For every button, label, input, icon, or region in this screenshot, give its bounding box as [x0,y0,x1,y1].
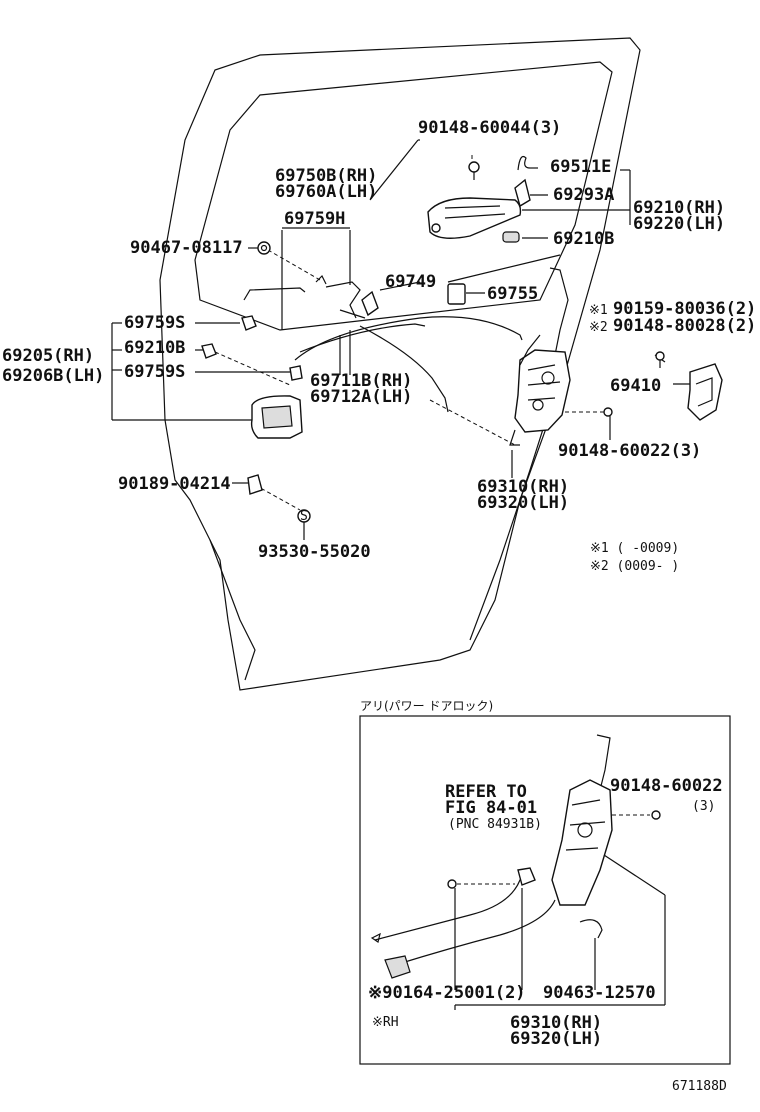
label-90148-60022-top: 90148-60022(3) [558,441,701,461]
label-69310-rh: 69310(RH) [477,477,569,497]
label-69511e: 69511E [550,157,611,177]
inset-rh-note: ※RH [372,1015,399,1030]
door-outline [159,37,641,691]
label-inset-69320-lh: 69320(LH) [510,1029,602,1049]
label-69711b-rh: 69711B(RH) [310,371,412,391]
spring-clip [517,155,531,171]
clip-69759s-upper [241,315,257,331]
label-mark2: ※2 [589,320,608,335]
note-mark1-range: ※1 ( -0009) [590,541,679,556]
lever-69749 [339,290,379,319]
grommet-90467 [257,241,271,255]
control-rod-upper [243,274,361,319]
label-69755: 69755 [487,284,538,304]
label-93530-55020: 93530-55020 [258,542,371,562]
label-69320-lh: 69320(LH) [477,493,569,513]
label-69220-lh: 69220(LH) [633,214,725,234]
screw-90148-60022 [603,407,613,417]
leader-lines [111,139,690,540]
label-69759h: 69759H [284,209,345,229]
inset-refer-line1: REFER TO [445,782,527,802]
inset-refer-pnc: (PNC 84931B) [448,817,542,832]
label-69205-rh: 69205(RH) [2,346,94,366]
label-69410: 69410 [610,376,661,396]
diagram-code: 671188D [672,1079,727,1094]
power-door-lock-inset: アリ(パワー ドアロック) REFER TO FIG 84-01 (PNC 84… [359,699,731,1065]
inside-handle [250,395,303,439]
screw-69410 [655,351,665,368]
label-69759s-a: 69759S [124,313,185,333]
clip-90189 [247,474,263,495]
label-90189-04214: 90189-04214 [118,474,231,494]
plug-93530: S [297,509,311,524]
handle-cap [514,178,531,208]
door-lock-assembly [509,267,571,446]
label-inset-69310-rh: 69310(RH) [510,1013,602,1033]
inset-title: アリ(パワー ドアロック) [360,699,493,713]
label-90148-80028: 90148-80028(2) [613,316,756,336]
clip-69210b-left [201,343,217,359]
label-69206b-lh: 69206B(LH) [2,366,104,386]
long-cable [294,316,523,413]
label-90159-80036: 90159-80036(2) [613,299,756,319]
bushing [502,231,520,243]
clip-69759s-lower [289,365,303,381]
label-69210b-top: 69210B [553,229,614,249]
label-69210-rh: 69210(RH) [633,198,725,218]
outside-handle [427,197,522,239]
label-inset-90148-60022-qty: (3) [692,799,715,814]
note-mark2-range: ※2 (0009- ) [590,559,679,574]
label-69712a-lh: 69712A(LH) [310,387,412,407]
label-69759s-b: 69759S [124,362,185,382]
label-69293a: 69293A [553,185,614,205]
bolt-top [468,161,480,180]
striker-69410 [687,363,723,421]
part-labels-main: 90148-60044(3) 69511E 69293A 69210(RH) 6… [2,118,756,574]
block-69755 [447,283,466,305]
label-69210b-left: 69210B [124,338,185,358]
label-90467-08117: 90467-08117 [130,238,243,258]
label-69760a-lh: 69760A(LH) [275,182,377,202]
inset-refer-line2: FIG 84-01 [445,798,537,818]
label-90148-60044: 90148-60044(3) [418,118,561,138]
label-69749: 69749 [385,272,436,292]
label-69750b-rh: 69750B(RH) [275,166,377,186]
label-mark1: ※1 [589,303,608,318]
label-inset-90164-25001: ※90164-25001(2) [368,983,526,1003]
label-inset-90148-60022: 90148-60022 [610,776,723,796]
label-inset-90463-12570: 90463-12570 [543,983,656,1003]
svg-text:S: S [300,509,308,524]
